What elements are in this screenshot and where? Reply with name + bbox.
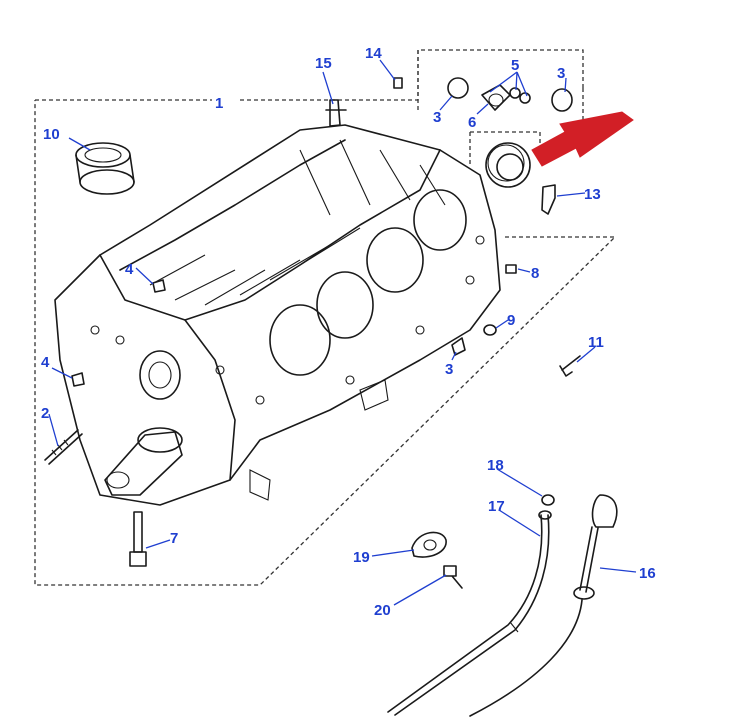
- part-8-plug: [505, 264, 517, 274]
- callout-13: 13: [584, 186, 601, 203]
- callout-labels: 1 2 3 3 3 4 4 5 6 7 8 9 10 11 13 14 15 1…: [41, 45, 656, 619]
- callout-4-upper: 4: [125, 261, 134, 278]
- callout-8: 8: [531, 265, 539, 282]
- callout-1: 1: [215, 95, 223, 112]
- part-3-plug-right: [551, 88, 573, 112]
- callout-5: 5: [511, 57, 519, 74]
- callout-2: 2: [41, 405, 49, 422]
- part-16-dipstick: [469, 494, 618, 717]
- callout-18: 18: [487, 457, 504, 474]
- callout-15: 15: [315, 55, 332, 72]
- part-12-rear-seal: [485, 142, 531, 188]
- leader-lines: [48, 59, 637, 606]
- callout-3-upper-left: 3: [433, 109, 441, 126]
- callout-10: 10: [43, 126, 60, 143]
- callout-6: 6: [468, 114, 476, 131]
- part-2-stud: [44, 429, 83, 465]
- part-10-sleeve: [75, 142, 135, 195]
- callout-19: 19: [353, 549, 370, 566]
- part-9-plug: [483, 324, 497, 336]
- part-3-plug-left: [447, 77, 469, 99]
- part-4-nut-upper: [152, 279, 166, 293]
- callout-9: 9: [507, 312, 515, 329]
- callout-14: 14: [365, 45, 382, 62]
- callout-3-lower: 3: [445, 361, 453, 378]
- callout-7: 7: [170, 530, 178, 547]
- part-17-dipstick-tube: [387, 510, 552, 716]
- part-18-o-ring: [541, 494, 555, 506]
- part-7-bolt: [129, 511, 147, 567]
- cylinder-bore-1: [269, 304, 331, 376]
- callout-16: 16: [639, 565, 656, 582]
- callout-20: 20: [374, 602, 391, 619]
- part-5-plugs: [509, 87, 531, 104]
- crank-snout: [104, 431, 183, 496]
- callout-11: 11: [588, 334, 604, 351]
- part-11-bolt: [559, 355, 581, 377]
- front-bearing-boss: [139, 350, 181, 400]
- callout-3-upper-right: 3: [557, 65, 565, 82]
- part-14-bolt: [393, 77, 403, 89]
- part-15-fitting: [325, 99, 347, 127]
- part-20-screw: [443, 565, 463, 589]
- cylinder-bore-4: [413, 189, 467, 251]
- part-4-nut-lower: [71, 372, 85, 387]
- part-3-plug-lower: [451, 337, 466, 356]
- callout-4-lower: 4: [41, 354, 50, 371]
- callout-17: 17: [488, 498, 505, 515]
- part-19-clip: [411, 531, 447, 558]
- part-13-bracket: [541, 184, 556, 215]
- red-pointer-arrow-icon: [531, 111, 634, 167]
- assembly-outline-1: [34, 49, 617, 586]
- engine-block: [54, 124, 501, 506]
- cylinder-bore-3: [366, 227, 424, 293]
- cylinder-bore-2: [316, 271, 374, 339]
- assembly-outline-rear: [417, 50, 541, 165]
